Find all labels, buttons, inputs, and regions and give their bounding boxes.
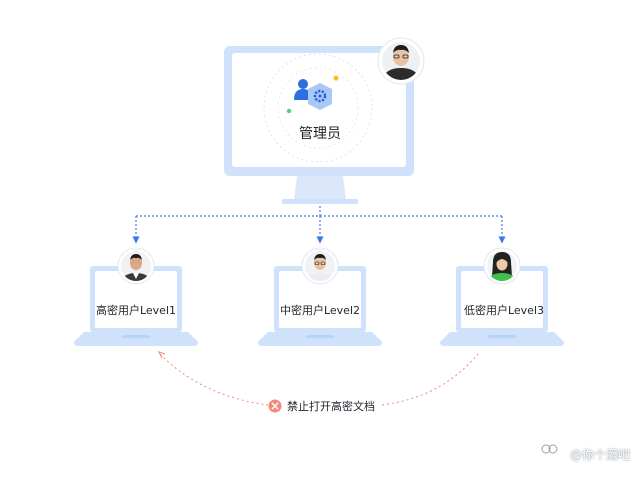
admin-label: 管理员 <box>299 126 341 142</box>
admin-icon-body <box>294 89 312 100</box>
admin-avatar <box>377 37 425 85</box>
deny-arrow-head <box>157 351 166 359</box>
monitor-stand <box>294 176 346 200</box>
laptop-user-3 <box>440 266 564 346</box>
deny-arc-left <box>159 353 269 406</box>
orbit-inner <box>277 67 359 149</box>
user-avatar-2 <box>301 247 339 285</box>
laptop-user-2 <box>258 266 382 346</box>
laptop-user-1 <box>74 266 198 346</box>
monitor-base <box>282 199 358 204</box>
user-label-level1: 高密用户Level1 <box>95 304 177 317</box>
admin-monitor <box>224 46 414 204</box>
restriction-label: 禁止打开高密文档 <box>287 400 375 413</box>
user-avatar-3 <box>483 247 521 285</box>
orbit-outer <box>263 53 373 163</box>
monitor-screen <box>232 53 406 167</box>
user-label-level3: 低密用户Level3 <box>463 304 545 317</box>
green-dot-icon <box>286 108 292 114</box>
user-avatar-1 <box>117 247 155 285</box>
deny-connector <box>157 351 479 413</box>
gear-icon <box>313 89 327 103</box>
deny-arc-right <box>381 353 479 406</box>
watermark-logo-icon <box>541 444 558 454</box>
user-label-level2: 中密用户Level2 <box>279 304 361 317</box>
yellow-dot-icon <box>333 75 339 81</box>
admin-icon-head <box>298 79 308 89</box>
watermark-text: @你个瀰吧 <box>569 448 630 462</box>
connector-lines <box>132 206 506 244</box>
